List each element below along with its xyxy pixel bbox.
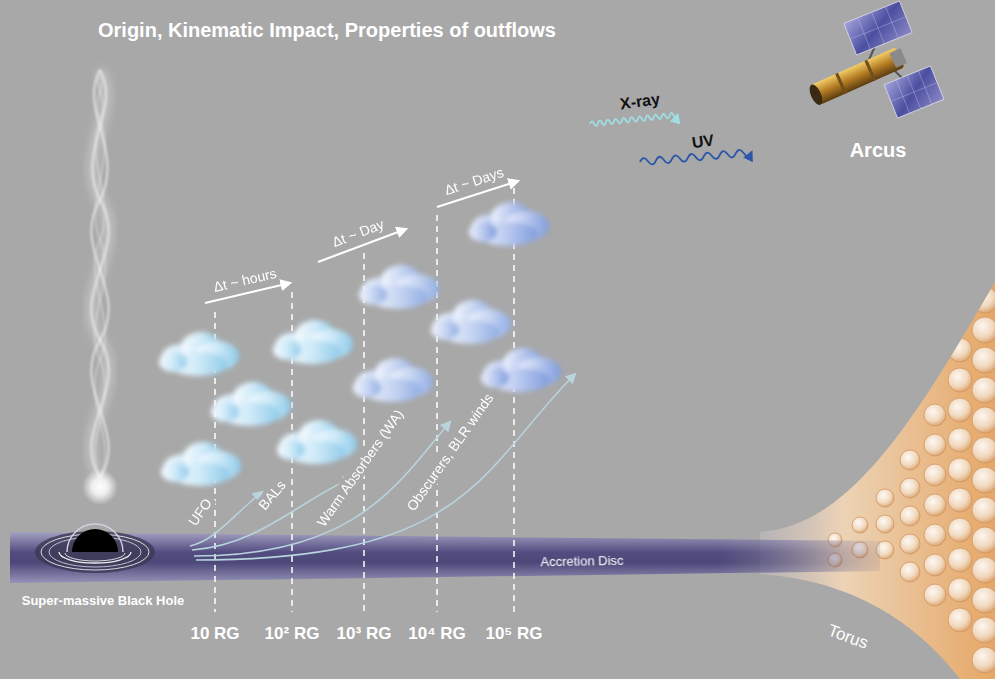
torus-clump — [948, 548, 972, 572]
torus-clump — [924, 524, 946, 546]
outflow-cloud — [353, 358, 433, 402]
torus-clump — [972, 377, 995, 403]
solar-panel — [884, 66, 944, 118]
torus-clump — [876, 489, 894, 507]
torus-clump — [900, 562, 920, 582]
outflow-cloud — [481, 348, 561, 392]
torus-clump — [948, 458, 972, 482]
accretion-disc — [10, 532, 880, 583]
satellite-aperture — [807, 83, 825, 107]
outflow-arrow — [194, 422, 450, 556]
torus-clump — [876, 515, 894, 533]
satellite-module — [889, 48, 906, 67]
satellite-body — [812, 47, 905, 105]
xray-photon — [590, 112, 678, 126]
jet-strand — [95, 75, 105, 478]
torus-clump — [924, 434, 946, 456]
disc-label: Accretion Disc — [540, 554, 623, 570]
torus-clump — [972, 587, 995, 613]
torus-clump — [924, 464, 946, 486]
jet-glow — [91, 70, 108, 478]
photon-ring — [59, 552, 131, 563]
jet-strand — [91, 70, 108, 478]
photon-ring — [65, 553, 125, 561]
torus-clump — [924, 554, 946, 576]
torus-clump — [924, 404, 946, 426]
radius-marker — [513, 188, 515, 612]
radius-label: 10⁴ RG — [408, 624, 466, 644]
solar-panel-grid — [884, 66, 944, 118]
torus-clump — [924, 584, 946, 606]
black-hole — [35, 524, 155, 573]
outflow-cloud — [359, 265, 439, 309]
torus-clump — [948, 398, 972, 422]
event-horizon — [72, 529, 118, 552]
outflow-cloud — [469, 202, 549, 246]
torus-clump — [972, 347, 995, 373]
radius-label: 10² RG — [265, 624, 320, 644]
outflow-cloud — [277, 420, 357, 464]
torus-clump — [972, 647, 995, 673]
torus-body — [760, 282, 995, 679]
torus — [760, 282, 995, 679]
torus-clump — [900, 478, 920, 498]
jet-base-glow — [82, 469, 118, 505]
torus-clump — [900, 534, 920, 554]
solar-panel-grid — [844, 1, 912, 55]
jet-strand — [91, 70, 108, 478]
torus-clump — [900, 506, 920, 526]
outflow-cloud — [159, 332, 239, 376]
torus-clump — [948, 368, 972, 392]
torus-clump — [948, 578, 972, 602]
outflow-cloud — [161, 442, 241, 486]
torus-clump — [972, 407, 995, 433]
torus-clump — [948, 518, 972, 542]
figure-title: Origin, Kinematic Impact, Properties of … — [98, 18, 556, 42]
torus-clump — [972, 317, 995, 343]
torus-clump — [924, 494, 946, 516]
band-label: UV — [691, 131, 716, 152]
outflow-arrow — [196, 374, 575, 560]
torus-clump — [972, 467, 995, 493]
torus-clump — [900, 450, 920, 470]
torus-clump — [972, 617, 995, 643]
torus-clump — [972, 287, 995, 313]
satellite-band — [864, 60, 876, 81]
outflow-cloud — [273, 320, 353, 364]
torus-clump — [972, 437, 995, 463]
torus-clump — [852, 517, 868, 533]
black-hole-label: Super-massive Black Hole — [22, 594, 185, 609]
solar-panel — [844, 1, 912, 55]
torus-clump — [948, 488, 972, 512]
outflow-cloud — [431, 300, 511, 344]
outflow-cloud — [211, 382, 291, 426]
torus-clump — [972, 497, 995, 523]
radius-marker — [436, 215, 438, 612]
radius-marker — [363, 253, 365, 612]
radius-label: 10³ RG — [337, 624, 392, 644]
torus-clump — [948, 338, 972, 362]
torus-clump — [948, 428, 972, 452]
satellite-band — [835, 73, 847, 94]
torus-clump — [972, 557, 995, 583]
torus-clump — [948, 608, 972, 632]
radius-label: 10 RG — [190, 624, 239, 644]
satellite — [807, 1, 944, 118]
radius-label: 10⁵ RG — [485, 624, 542, 644]
jet — [82, 70, 118, 505]
jet-strand — [95, 75, 105, 478]
photon-ring — [67, 524, 123, 552]
torus-clump — [972, 527, 995, 553]
mission-name: Arcus — [850, 139, 907, 162]
